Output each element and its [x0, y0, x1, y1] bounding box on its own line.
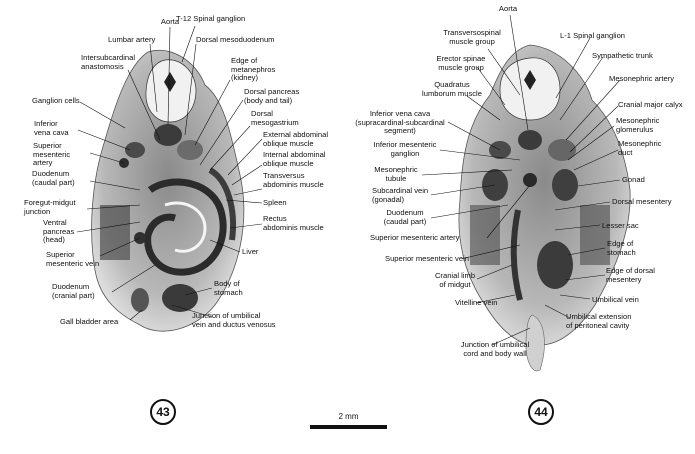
sm-artery-44	[523, 173, 537, 187]
figure-number-43: 43	[150, 399, 176, 425]
mesonephros-44	[548, 139, 576, 161]
label-43-inferior-vena-cava: Inferior vena cava	[34, 119, 69, 137]
label-44-superior-mesenteric-vein: Superior mesenteric vein	[385, 254, 469, 263]
label-43-dorsal-mesogastrium: Dorsal mesogastrium	[251, 109, 299, 127]
section-43	[91, 50, 245, 332]
gall-bladder-43	[131, 288, 149, 312]
label-43-transversus-abdominis: Transversus abdominis muscle	[263, 171, 324, 189]
label-44-vitelline-vein: Vitelline vein	[455, 298, 498, 307]
stomach-44	[537, 241, 573, 289]
body-of-stomach-43	[162, 284, 198, 312]
metanephros-43	[177, 140, 203, 160]
label-43-duodenum-cranial: Duodenum (cranial part)	[52, 282, 95, 300]
duodenum-loop-43	[144, 178, 227, 276]
right-gonad-44	[552, 169, 578, 201]
label-44-gonad: Gonad	[622, 175, 645, 184]
label-43-dorsal-mesoduodenum: Dorsal mesoduodenum	[196, 35, 275, 44]
vertebra-43	[145, 59, 197, 123]
label-44-duodenum-caudal: Duodenum (caudal part)	[383, 208, 427, 226]
label-44-dorsal-mesentery: Dorsal mesentery	[612, 197, 672, 206]
label-43-ventral-pancreas: Ventral pancreas (head)	[43, 218, 75, 245]
scale-bar-label: 2 mm	[338, 412, 359, 421]
label-43-body-of-stomach: Body of stomach	[214, 279, 243, 297]
label-43-ganglion-cells: Ganglion cells	[32, 96, 80, 105]
spinal-cord-43	[164, 72, 176, 92]
label-43-t12-spinal-ganglion: T-12 Spinal ganglion	[176, 14, 246, 23]
label-43-liver: Liver	[242, 247, 259, 256]
label-44-superior-mesenteric-artery: Superior mesenteric artery	[370, 233, 460, 242]
liver-right-44	[580, 205, 610, 265]
label-44-inferior-vena-cava: Inferior vena cava (supracardinal-subcar…	[355, 109, 445, 136]
label-44-cranial-limb-midgut: Cranial limb of midgut	[434, 271, 476, 289]
figure-number-44: 44	[528, 399, 554, 425]
ivc-43	[125, 142, 145, 158]
leader-lines-43	[76, 25, 263, 321]
label-44-subcardinal-vein: Subcardinal vein (gonadal)	[372, 186, 429, 204]
label-44-cranial-major-calyx: Cranial major calyx	[618, 100, 683, 109]
label-44-junction-umbilical-cord: Junction of umbilical cord and body wall	[460, 340, 530, 358]
label-44-sympathetic-trunk: Sympathetic trunk	[592, 51, 653, 60]
label-43-internal-abdominal-oblique: Internal abdominal oblique muscle	[263, 150, 326, 168]
label-44-edge-of-dorsal-mesentery: Edge of dorsal mesentery	[606, 266, 655, 284]
body-wall-43	[208, 167, 236, 241]
label-43-duodenum-caudal: Duodenum (caudal part)	[32, 169, 75, 187]
aorta-44	[518, 130, 542, 150]
label-44-mesonephric-tubule: Mesonephric tubule	[374, 165, 418, 183]
scale-bar	[310, 425, 387, 429]
label-43-foregut-midgut-junction: Foregut-midgut junction	[24, 198, 76, 216]
stomach-lumen-43	[164, 201, 207, 253]
aorta-43	[154, 124, 182, 146]
label-43-junction-umbilical-ductus: Junction of umbilical vein and ductus ve…	[192, 311, 276, 329]
label-43-external-abdominal-oblique: External abdominal oblique muscle	[263, 130, 329, 148]
label-44-quadratus-lumborum: Quadratus lumborum muscle	[422, 80, 482, 98]
label-43-edge-of-metanephros: Edge of metanephros (kidney)	[231, 56, 276, 83]
section-44	[458, 44, 631, 372]
label-43-spleen: Spleen	[263, 198, 287, 207]
label-44-l1-spinal-ganglion: L-1 Spinal ganglion	[560, 31, 626, 40]
label-44-mesonephric-glomerulus: Mesonephric glomerulus	[616, 116, 660, 134]
label-43-rectus-abdominis: Rectus abdominis muscle	[263, 214, 324, 232]
label-43-lumbar-artery: Lumbar artery	[108, 35, 156, 44]
label-44-mesonephric-artery: Mesonephric artery	[609, 74, 674, 83]
label-43-gall-bladder-area: Gall bladder area	[60, 317, 119, 326]
label-43-superior-mesenteric-vein: Superior mesenteric vein	[46, 250, 100, 268]
midgut-limb-44	[510, 209, 523, 301]
label-44-aorta: Aorta	[498, 4, 518, 13]
label-43-intersubcardinal-anastomosis: Intersubcardinal anastomosis	[81, 53, 136, 71]
label-44-transversospinal: Transversospinal muscle group	[443, 28, 501, 46]
label-44-erector-spinae: Erector spinae muscle group	[436, 54, 486, 72]
label-44-lesser-sac: Lesser sac	[602, 221, 639, 230]
label-44-edge-of-stomach: Edge of stomach	[607, 239, 636, 257]
label-44-mesonephric-duct: Mesonephric duct	[618, 139, 662, 157]
leader-lines-44	[421, 14, 621, 346]
label-43-superior-mesenteric-artery: Superior mesenteric artery	[33, 141, 71, 168]
label-43-dorsal-pancreas: Dorsal pancreas (body and tail)	[244, 87, 300, 105]
liver-left-43	[100, 205, 130, 260]
label-43-aorta: Aorta	[160, 17, 180, 26]
liver-left-44	[470, 205, 500, 265]
label-44-umbilical-extension: Umbilical extension of peritoneal cavity	[566, 312, 632, 330]
spinal-cord-44	[524, 70, 536, 90]
label-44-inferior-mesenteric-ganglion: Inferior mesenteric ganglion	[373, 140, 437, 158]
label-44-umbilical-vein: Umbilical vein	[592, 295, 639, 304]
umbilical-cord-44	[525, 314, 545, 372]
